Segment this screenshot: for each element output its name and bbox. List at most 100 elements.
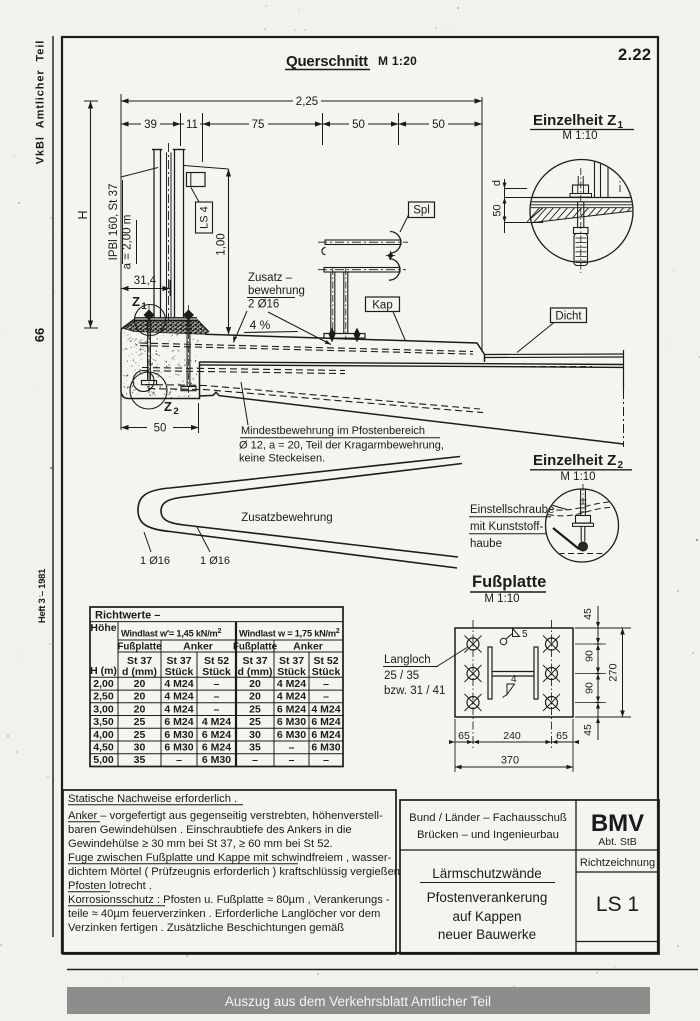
svg-text:5,00: 5,00 <box>93 754 114 766</box>
svg-text:2: 2 <box>173 406 178 417</box>
svg-text:4,00: 4,00 <box>93 729 114 741</box>
svg-text:3,50: 3,50 <box>93 716 114 728</box>
svg-text:Fußplatte: Fußplatte <box>472 573 546 591</box>
svg-text:2: 2 <box>618 460 624 471</box>
svg-text:2,50: 2,50 <box>93 691 114 703</box>
svg-text:Stück: Stück <box>312 666 341 678</box>
svg-text:BMV: BMV <box>591 810 644 837</box>
svg-text:Z: Z <box>164 399 172 414</box>
svg-text:d: d <box>491 180 503 186</box>
svg-text:M 1:20: M 1:20 <box>378 54 417 68</box>
svg-text:H (m): H (m) <box>90 665 117 677</box>
svg-text:Pfostenverankerung: Pfostenverankerung <box>427 890 548 905</box>
svg-text:Windlast w′= 1,45 kN/m2: Windlast w′= 1,45 kN/m2 <box>121 628 222 639</box>
svg-text:11: 11 <box>186 119 198 131</box>
svg-text:Korrosionsschutz : Pfosten u.: Korrosionsschutz : Pfosten u. Fußplatte … <box>68 894 390 906</box>
svg-text:IPBl 160, St 37: IPBl 160, St 37 <box>108 184 120 261</box>
svg-text:2,00: 2,00 <box>93 678 114 690</box>
svg-text:Pfosten lotrecht .: Pfosten lotrecht . <box>68 880 152 892</box>
svg-text:4 M24: 4 M24 <box>311 703 340 715</box>
svg-text:Heft 3 – 1981: Heft 3 – 1981 <box>37 568 48 623</box>
svg-text:6 M24: 6 M24 <box>202 742 231 754</box>
svg-text:90: 90 <box>584 682 596 694</box>
svg-text:Zusatz –: Zusatz – <box>248 272 293 284</box>
svg-text:1: 1 <box>618 120 624 131</box>
svg-text:St 37: St 37 <box>279 655 304 667</box>
svg-text:M 1:10: M 1:10 <box>562 130 597 142</box>
svg-text:6 M30: 6 M30 <box>277 729 306 741</box>
svg-text:Dicht: Dicht <box>555 310 582 322</box>
svg-text:35: 35 <box>134 754 146 766</box>
svg-text:Zusatzbewehrung: Zusatzbewehrung <box>241 512 332 524</box>
svg-text:–: – <box>289 754 295 766</box>
svg-text:dichtem Mörtel ( Prüfzeugnis e: dichtem Mörtel ( Prüfzeugnis erforderlic… <box>68 866 400 878</box>
svg-text:20: 20 <box>249 678 261 690</box>
svg-text:teile ≈ 40µm feuerverzinken .: teile ≈ 40µm feuerverzinken . Erforderli… <box>68 908 380 920</box>
svg-text:6 M24: 6 M24 <box>164 716 193 728</box>
svg-text:1: 1 <box>141 301 147 312</box>
svg-text:Fußplatte: Fußplatte <box>117 642 162 653</box>
svg-text:haube: haube <box>470 538 502 550</box>
svg-text:20: 20 <box>134 691 146 703</box>
svg-text:Brücken – und Ingenieurbau: Brücken – und Ingenieurbau <box>417 829 559 841</box>
svg-text:auf Kappen: auf Kappen <box>452 909 521 924</box>
svg-text:Abt. StB: Abt. StB <box>598 836 637 848</box>
svg-text:neuer Bauwerke: neuer Bauwerke <box>438 927 536 942</box>
svg-text:Gewindehülse ≥ 30 mm bei St: Gewindehülse ≥ 30 mm bei St 37, ≥ 60 mm … <box>68 838 333 850</box>
svg-text:–: – <box>323 691 329 703</box>
svg-text:–: – <box>214 691 220 703</box>
svg-text:a = 2,00 m: a = 2,00 m <box>122 215 134 270</box>
svg-text:6 M30: 6 M30 <box>277 716 306 728</box>
svg-text:6 M24: 6 M24 <box>277 703 306 715</box>
svg-text:Auszug aus dem Verkehrsblatt A: Auszug aus dem Verkehrsblatt Amtlicher T… <box>225 994 491 1009</box>
svg-text:–: – <box>289 742 295 754</box>
svg-text:Stück: Stück <box>165 666 194 678</box>
svg-text:–: – <box>252 754 258 766</box>
svg-text:Mindestbewehrung im Pfostenb: Mindestbewehrung im Pfostenbereich <box>241 425 425 437</box>
svg-text:–: – <box>323 678 329 690</box>
svg-text:20: 20 <box>249 691 261 703</box>
svg-text:6 M24: 6 M24 <box>311 729 340 741</box>
svg-text:St 52: St 52 <box>313 655 338 667</box>
svg-text:66: 66 <box>32 328 47 342</box>
svg-text:Z: Z <box>132 294 140 309</box>
svg-text:6 M30: 6 M30 <box>202 754 231 766</box>
svg-text:30: 30 <box>249 729 261 741</box>
svg-text:Spl: Spl <box>413 205 430 217</box>
svg-text:baren Gewindehülsen . Einschr: baren Gewindehülsen . Einschraubtiefe de… <box>68 824 352 836</box>
svg-text:H: H <box>76 210 90 219</box>
svg-text:6 M30: 6 M30 <box>164 742 193 754</box>
svg-text:Ø 12, a = 20, Teil der Kraga: Ø 12, a = 20, Teil der Kragarmbewehrung, <box>239 440 444 452</box>
svg-text:St 37: St 37 <box>242 655 267 667</box>
svg-text:St 37: St 37 <box>127 655 152 667</box>
svg-text:LS 4: LS 4 <box>199 206 211 229</box>
svg-text:45: 45 <box>582 608 594 620</box>
svg-text:370: 370 <box>501 755 519 767</box>
svg-text:6 M30: 6 M30 <box>311 742 340 754</box>
svg-text:Kap: Kap <box>372 299 392 311</box>
svg-text:4 M24: 4 M24 <box>277 691 306 703</box>
svg-text:6 M24: 6 M24 <box>202 729 231 741</box>
svg-text:2.22: 2.22 <box>618 46 651 64</box>
svg-text:d (mm): d (mm) <box>238 666 273 678</box>
svg-text:Richtzeichnung: Richtzeichnung <box>580 857 655 869</box>
svg-text:keine Steckeisen.: keine Steckeisen. <box>239 453 325 465</box>
svg-text:Einzelheit Z: Einzelheit Z <box>533 112 616 129</box>
svg-text:Anker: Anker <box>183 641 213 653</box>
svg-text:Richtwerte –: Richtwerte – <box>95 609 160 621</box>
svg-text:–: – <box>323 754 329 766</box>
svg-text:Windlast w = 1,75 kN/m2: Windlast w = 1,75 kN/m2 <box>239 628 340 639</box>
svg-text:–: – <box>214 703 220 715</box>
svg-text:d (mm): d (mm) <box>122 666 157 678</box>
svg-text:St 52: St 52 <box>204 655 229 667</box>
svg-text:Fußplatte: Fußplatte <box>233 642 278 653</box>
svg-text:30: 30 <box>134 742 146 754</box>
svg-text:50: 50 <box>492 204 504 216</box>
svg-text:39: 39 <box>144 119 157 131</box>
svg-text:Stück: Stück <box>277 666 306 678</box>
svg-text:4 M24: 4 M24 <box>202 716 231 728</box>
svg-text:65: 65 <box>556 730 568 742</box>
svg-text:4,50: 4,50 <box>93 742 114 754</box>
svg-text:Einstellschraube: Einstellschraube <box>470 504 554 516</box>
svg-text:4 M24: 4 M24 <box>277 678 306 690</box>
